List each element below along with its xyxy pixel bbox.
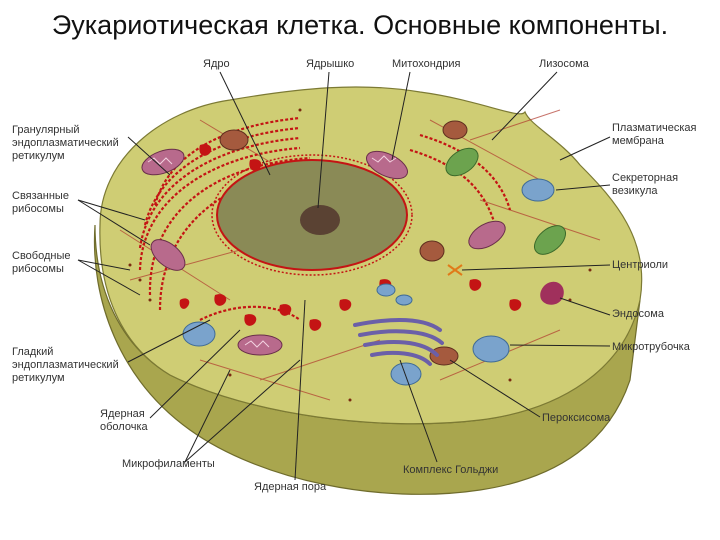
label-nuclear-envelope: Ядерная оболочка (100, 408, 148, 433)
label-smooth-er: Гладкий эндоплазматический ретикулум (12, 346, 119, 384)
free-ribosomes (128, 108, 592, 402)
nucleolus (300, 205, 340, 235)
centrioles (447, 264, 463, 276)
label-lysosome: Лизосома (539, 58, 589, 70)
label-bound-ribosomes: Связанные рибосомы (12, 190, 69, 215)
label-endosome: Эндосома (612, 308, 664, 320)
label-mitochondrion: Митохондрия (392, 58, 461, 70)
label-golgi: Комплекс Гольджи (403, 464, 499, 476)
label-microfilaments: Микрофиламенты (122, 458, 215, 470)
label-centrioles: Центриоли (612, 259, 669, 271)
label-rough-er: Гранулярный эндоплазматический ретикулум (12, 124, 119, 162)
mitochondria (141, 148, 506, 356)
nucleus-outer-envelope (211, 154, 413, 276)
golgi-complex (353, 318, 444, 366)
label-secretory-vesicle: Секреторная везикула (612, 172, 679, 197)
vesicles (182, 178, 555, 386)
endosome (540, 281, 564, 305)
label-nuclear-pore: Ядерная пора (254, 481, 327, 493)
label-nucleus: Ядро (203, 58, 230, 70)
label-plasma-membrane: Плазматическая мембрана (612, 122, 697, 147)
lysosomes (445, 147, 566, 255)
brown-bodies (219, 120, 468, 366)
label-peroxisome: Пероксисома (542, 412, 611, 424)
label-microtubule: Микротрубочка (612, 341, 690, 353)
label-free-ribosomes: Свободные рибосомы (12, 250, 71, 275)
label-nucleolus: Ядрышко (306, 58, 355, 70)
page-title: Эукариотическая клетка. Основные компоне… (51, 10, 669, 40)
smooth-er (179, 144, 522, 331)
leader-lines (77, 71, 611, 481)
